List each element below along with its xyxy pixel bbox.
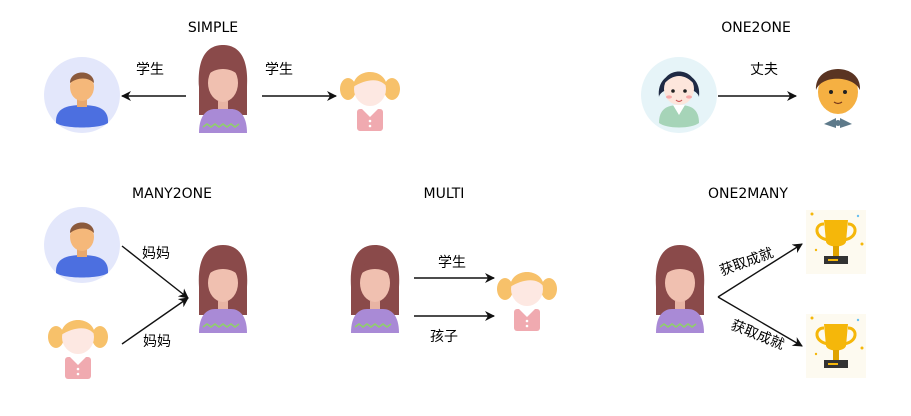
boy-avatar bbox=[44, 57, 120, 133]
simple-right-label: 学生 bbox=[265, 62, 293, 78]
arrow-many2one-bottom bbox=[121, 297, 189, 345]
one2many-top-label: 获取成就 bbox=[718, 245, 776, 279]
woman-avatar bbox=[349, 244, 401, 334]
one2many-bottom-label: 获取成就 bbox=[729, 317, 787, 353]
multi-title: MULTI bbox=[424, 186, 465, 202]
many2one-bottom-label: 妈妈 bbox=[143, 334, 171, 350]
trophy-icon bbox=[804, 312, 868, 380]
one2one-title: ONE2ONE bbox=[721, 20, 791, 36]
trophy-icon bbox=[804, 208, 868, 276]
child-avatar bbox=[497, 272, 557, 331]
multi-top-label: 学生 bbox=[438, 255, 466, 271]
woman-avatar bbox=[654, 244, 706, 334]
husband-avatar bbox=[815, 69, 861, 128]
woman-avatar bbox=[197, 244, 249, 334]
one2many-title: ONE2MANY bbox=[708, 186, 788, 202]
multi-bottom-label: 孩子 bbox=[430, 329, 458, 345]
child-avatar bbox=[48, 320, 108, 379]
boy-avatar bbox=[44, 207, 120, 283]
many2one-top-label: 妈妈 bbox=[142, 246, 170, 262]
arrow-one2many-top bbox=[717, 243, 803, 298]
woman-avatar bbox=[197, 44, 249, 134]
arrow-many2one-top bbox=[121, 245, 189, 299]
arrow-one2many-bottom bbox=[717, 296, 803, 347]
child-avatar bbox=[340, 72, 400, 131]
one2one-label: 丈夫 bbox=[750, 62, 778, 78]
simple-title: SIMPLE bbox=[188, 20, 238, 36]
wife-avatar bbox=[641, 57, 717, 133]
simple-left-label: 学生 bbox=[136, 62, 164, 78]
many2one-title: MANY2ONE bbox=[132, 186, 212, 202]
